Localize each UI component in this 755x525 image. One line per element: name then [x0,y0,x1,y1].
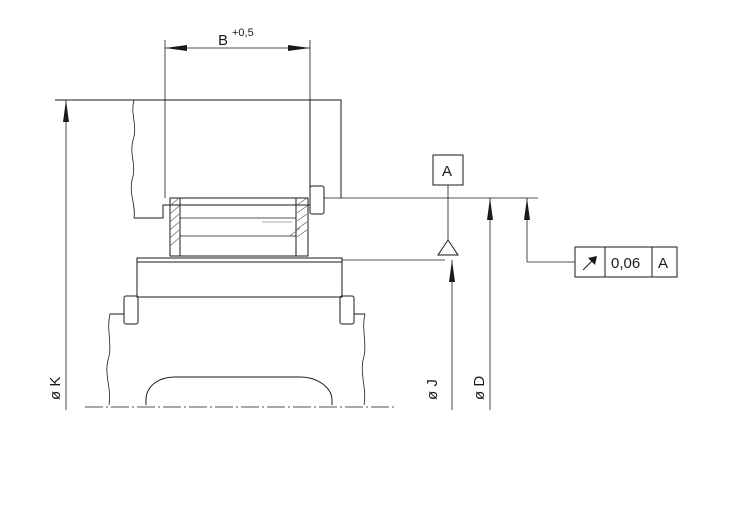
datum-triangle [437,239,459,256]
tolerance-frame: 0,06 A [524,198,678,278]
shaft [85,257,445,408]
housing [55,99,342,219]
runout-datum-ref: A [658,255,668,272]
dimension-b: B +0,5 [164,27,311,198]
datum-label: A [442,163,452,180]
dimension-d: ø D [471,198,493,410]
datum-a: A [432,154,464,256]
dim-d-label: ø D [471,376,488,400]
dim-j-label: ø J [424,379,441,400]
dim-b-label: B [218,32,228,49]
circular-runout-icon [582,256,597,271]
dim-k-label: ø K [47,377,64,400]
bearing [169,197,309,257]
dimension-k: ø K [47,100,69,410]
dimension-j: ø J [424,260,455,410]
runout-value: 0,06 [611,255,640,272]
dim-b-tolerance: +0,5 [232,27,254,39]
